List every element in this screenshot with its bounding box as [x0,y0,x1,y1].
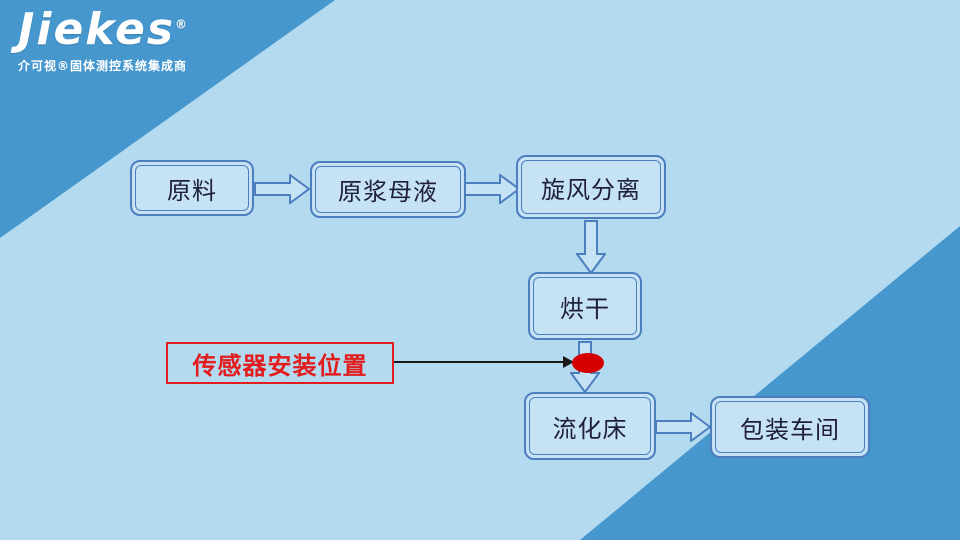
node-packing-workshop: 包装车间 [710,396,870,458]
node-drying: 烘干 [528,272,642,340]
sensor-position-marker-icon [572,353,604,373]
node-slurry-mother-liquor-border: 原浆母液 [315,166,461,213]
node-slurry-mother-liquor-label: 原浆母液 [338,178,438,206]
flow-arrow-right-slurry-to-cyclone-icon [464,174,520,204]
node-slurry-mother-liquor: 原浆母液 [310,161,466,218]
brand-logo: Jiekes® [18,4,190,55]
node-fluidized-bed: 流化床 [524,392,656,460]
node-packing-workshop-label: 包装车间 [740,415,840,444]
flow-arrow-right-fluidbed-to-packing-icon [655,412,711,442]
sensor-position-callout: 传感器安装位置 [166,342,394,384]
flow-arrow-down-cyclone-to-drying-icon [576,220,606,274]
node-cyclone-separation-border: 旋风分离 [521,160,661,214]
node-drying-border: 烘干 [533,277,637,335]
callout-pointer-arrow-icon [394,356,574,368]
top-left-triangle [0,0,335,238]
brand-tagline: 介可视®固体测控系统集成商 [18,59,188,74]
brand-logo-text: Jiekes [18,4,176,55]
node-fluidized-bed-label: 流化床 [552,414,628,443]
node-fluidized-bed-border: 流化床 [529,397,651,455]
sensor-position-callout-label: 传感器安装位置 [192,351,368,380]
node-packing-workshop-border: 包装车间 [715,401,865,453]
node-raw-material: 原料 [130,160,254,216]
flow-arrow-right-raw-to-slurry-icon [254,174,310,204]
node-drying-label: 烘干 [560,294,610,323]
bottom-right-triangle [580,226,960,540]
node-cyclone-separation-label: 旋风分离 [541,175,641,204]
registered-mark: ® [175,17,190,32]
node-cyclone-separation: 旋风分离 [516,155,666,219]
node-raw-material-label: 原料 [167,176,217,205]
node-raw-material-border: 原料 [135,165,249,211]
brand-logo-block: Jiekes® 介可视®固体测控系统集成商 [18,4,190,74]
